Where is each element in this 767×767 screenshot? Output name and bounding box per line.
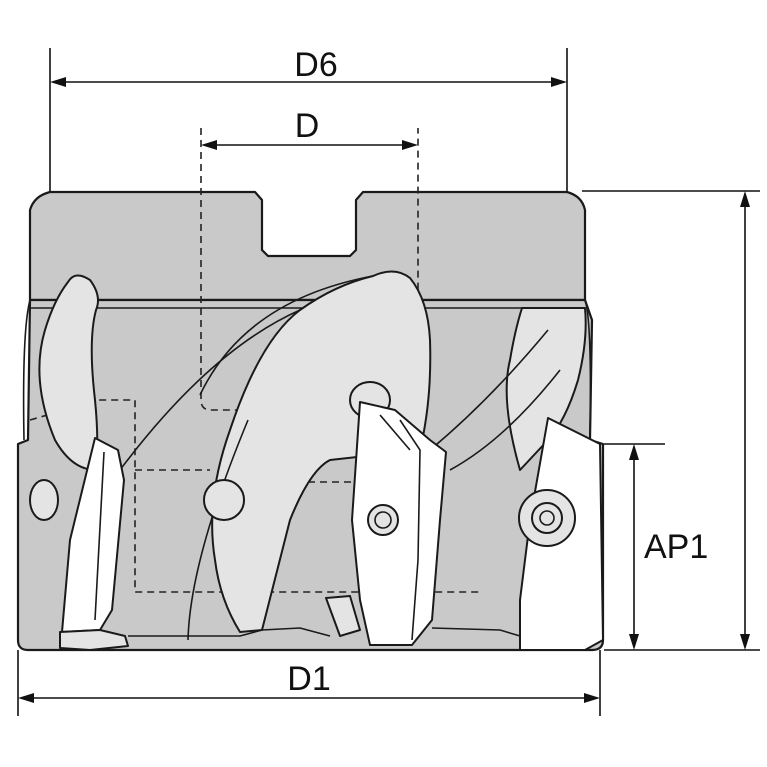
dimension-label-d6: D6 (294, 46, 337, 84)
helical-flutes (38, 270, 587, 641)
dimension-d1: D1 (18, 660, 600, 703)
right-insert (518, 417, 604, 651)
left-insert (59, 437, 129, 651)
dimension-label-d1: D1 (287, 660, 330, 698)
dimension-height (740, 191, 750, 650)
dimension-label-d: D (295, 107, 320, 145)
dimension-d6: D6 (50, 46, 567, 87)
bottom-face (128, 627, 521, 637)
dimension-ap1: AP1 (629, 444, 708, 650)
extension-lines (17, 48, 760, 716)
dimension-d: D (201, 107, 418, 150)
center-insert (325, 401, 447, 646)
dimension-label-ap1: AP1 (644, 528, 708, 566)
